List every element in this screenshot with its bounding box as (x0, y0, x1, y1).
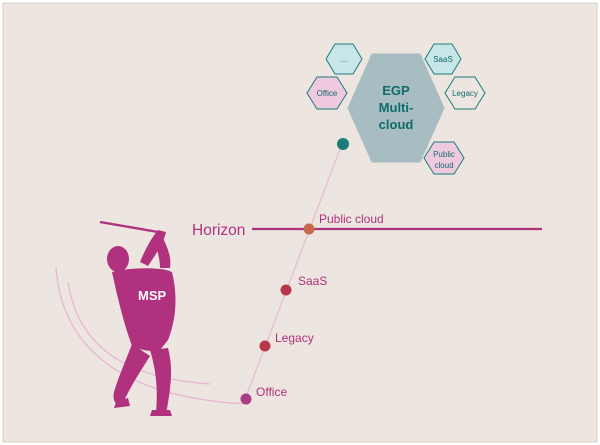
milestone-dot-public-cloud (303, 223, 315, 235)
cluster-hex-public-cloud-label2: cloud (434, 161, 453, 170)
milestone-dot-legacy (259, 340, 271, 352)
milestone-label-legacy: Legacy (275, 331, 314, 345)
cluster-hex-public-cloud-label1: Public (433, 150, 455, 159)
cluster-hex-legacy-label: Legacy (452, 89, 478, 98)
cluster-hex-more: ... (325, 43, 363, 75)
golfer-label: MSP (138, 288, 167, 303)
milestone-label-public-cloud: Public cloud (319, 212, 384, 226)
golfer-silhouette (99, 220, 176, 416)
trajectory-line (243, 143, 343, 403)
cluster-hex-public-cloud: Public cloud (423, 141, 465, 175)
cluster-center-line2: Multi- (379, 100, 414, 115)
swing-arc-inner (67, 281, 211, 385)
cluster-hex-saas: SaaS (424, 43, 462, 75)
horizon-label: Horizon (192, 222, 245, 239)
goal-dot (337, 138, 349, 150)
cluster-center-hex: EGP Multi- cloud (347, 53, 445, 163)
cluster-hex-office: Office (306, 76, 348, 110)
milestone-dot-office (240, 393, 252, 405)
cluster-hex-office-label: Office (317, 89, 338, 98)
cluster-hex-legacy: Legacy (444, 76, 486, 110)
swing-arc-outer (55, 267, 249, 405)
cluster-center-line1: EGP (382, 83, 410, 98)
cluster-hex-saas-label: SaaS (433, 55, 453, 64)
cluster-hex-more-label: ... (341, 55, 348, 64)
milestone-dot-saas (280, 284, 292, 296)
milestone-label-saas: SaaS (298, 274, 327, 288)
milestone-label-office: Office (256, 385, 287, 399)
cluster-center-line3: cloud (379, 117, 414, 132)
